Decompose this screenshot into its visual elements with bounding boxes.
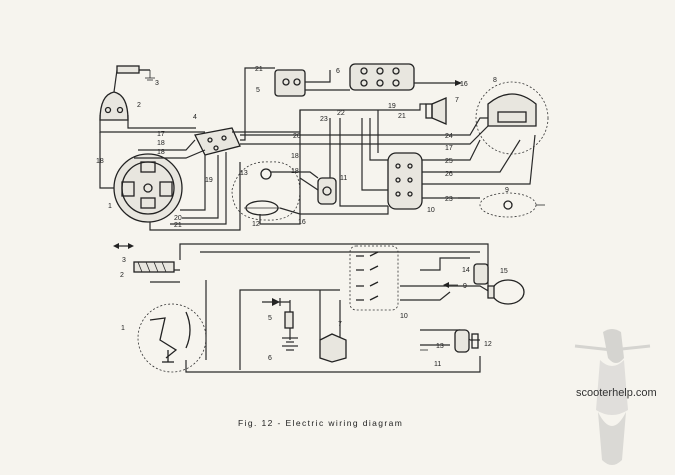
- figure-caption: Fig. 12 - Electric wiring diagram: [238, 418, 404, 428]
- lower-headlamp: [487, 279, 525, 305]
- brake-light-switch: [244, 200, 280, 216]
- wire-labels-upper: 16 17 18 18 18 19 20 20 21 21 22 23 23 2…: [96, 66, 468, 229]
- label-5: 5: [256, 87, 260, 94]
- upper-wiring: [99, 67, 536, 231]
- wire-26: 26: [445, 171, 453, 178]
- wire-23b: 23: [445, 196, 453, 203]
- lower-label-15: 15: [500, 268, 508, 275]
- lower-light-switch: [349, 245, 399, 311]
- wire-21b: 21: [174, 222, 182, 229]
- label-9: 9: [505, 187, 509, 194]
- wire-18b: 18: [157, 149, 165, 156]
- wire-20b: 20: [174, 215, 182, 222]
- lower-speedometer-light: [443, 282, 458, 288]
- lower-stop-light: [454, 329, 479, 353]
- wire-21: 21: [255, 66, 263, 73]
- headlamp: [475, 81, 549, 155]
- flywheel-magneto: [113, 153, 183, 223]
- junction-box: [194, 127, 241, 156]
- wire-18e: 18: [291, 168, 299, 175]
- label-8: 8: [493, 77, 497, 84]
- wire-16: 16: [460, 81, 468, 88]
- label-4: 4: [193, 114, 197, 121]
- lower-ht-coil: [133, 261, 175, 273]
- label-3: 3: [155, 80, 159, 87]
- light-switch: [387, 152, 423, 210]
- wire-22: 22: [337, 110, 345, 117]
- lower-stator: [137, 303, 207, 373]
- rectifier-diode: [262, 298, 294, 329]
- rear-lamp-housing: [231, 161, 301, 221]
- wire-18c: 18: [96, 158, 104, 165]
- ht-coil: [99, 69, 129, 121]
- lower-label-1: 1: [121, 325, 125, 332]
- lower-ground-arrow: [420, 344, 432, 351]
- wire-19: 19: [205, 177, 213, 184]
- lower-label-13: 13: [436, 343, 444, 350]
- wire-18: 18: [157, 140, 165, 147]
- label-2: 2: [137, 102, 141, 109]
- ht-output-arrow: [113, 243, 134, 249]
- wire-25: 25: [445, 158, 453, 165]
- lower-tail-light: [473, 263, 489, 285]
- label-7: 7: [455, 97, 459, 104]
- label-6: 6: [336, 68, 340, 75]
- lower-label-7: 7: [338, 321, 342, 328]
- label-13: 13: [240, 170, 248, 177]
- lower-label-9: 9: [463, 283, 467, 290]
- wire-19b: 19: [388, 103, 396, 110]
- lower-label-12: 12: [484, 341, 492, 348]
- label-1: 1: [108, 203, 112, 210]
- lower-label-3: 3: [122, 257, 126, 264]
- wire-24: 24: [445, 133, 453, 140]
- label-10: 10: [427, 207, 435, 214]
- speedometer-light: [479, 192, 545, 218]
- spark-plug: [116, 65, 155, 81]
- lower-label-11: 11: [434, 361, 441, 368]
- scooter-silhouette: [574, 329, 651, 465]
- lower-label-5: 5: [268, 315, 272, 322]
- lower-label-10: 10: [400, 313, 408, 320]
- horn: [425, 97, 447, 125]
- wire-18d: 18: [291, 153, 299, 160]
- watermark-text: scooterhelp.com: [576, 387, 657, 399]
- label-11: 11: [340, 175, 347, 182]
- wire-16b: 16: [298, 219, 306, 226]
- wire-17: 17: [157, 131, 165, 138]
- tail-light: [317, 177, 337, 205]
- stop-switch: [274, 69, 306, 97]
- lower-battery: [282, 337, 298, 351]
- battery: [349, 63, 462, 91]
- lower-wiring: [140, 243, 491, 373]
- lower-label-14: 14: [462, 267, 470, 274]
- wire-21c: 21: [398, 113, 406, 120]
- lower-label-6: 6: [268, 355, 272, 362]
- lower-label-2: 2: [120, 272, 124, 279]
- wire-20: 20: [293, 133, 301, 140]
- wire-23: 23: [320, 116, 328, 123]
- lower-horn: [319, 333, 347, 363]
- label-12: 12: [252, 221, 260, 228]
- wire-17b: 17: [445, 145, 453, 152]
